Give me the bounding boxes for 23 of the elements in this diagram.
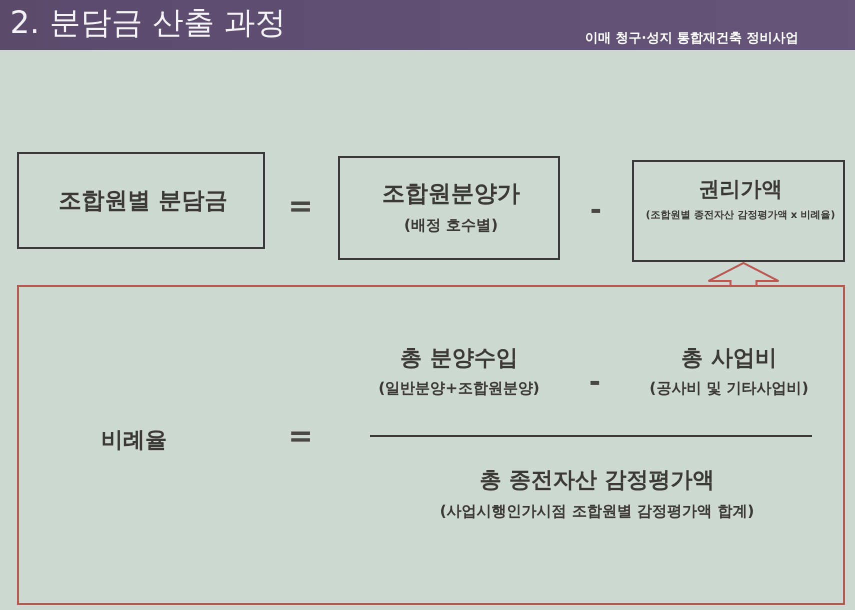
ratio-panel bbox=[17, 285, 845, 605]
formula-box bbox=[338, 156, 560, 260]
minus-sign: - bbox=[589, 367, 601, 398]
term-text: 총 분양수입 bbox=[399, 345, 519, 372]
term-text: 총 사업비 bbox=[680, 345, 778, 372]
term-note: (사업시행인가시점 조합원별 감정평가액 합계) bbox=[438, 502, 756, 521]
term-text: 조합원분양가 bbox=[381, 180, 521, 209]
slide-title: 2. 분담금 산출 과정 bbox=[10, 4, 286, 43]
formula-box bbox=[17, 152, 265, 249]
minus-sign: - bbox=[590, 195, 602, 226]
term-note: (조합원별 종전자산 감정평가액 x 비례율) bbox=[644, 210, 836, 222]
term-note: (일반분양+조합원분양) bbox=[377, 379, 541, 398]
term-text: 비례율 bbox=[100, 427, 168, 454]
term-text: 권리가액 bbox=[698, 176, 784, 202]
formula-box bbox=[632, 160, 845, 262]
equals-sign: = bbox=[288, 420, 314, 453]
term-text: 총 종전자산 감정평가액 bbox=[478, 467, 716, 494]
term-note: (배정 호수별) bbox=[403, 216, 499, 235]
term-text: 조합원별 분담금 bbox=[57, 187, 228, 216]
term-note: (공사비 및 기타사업비) bbox=[648, 379, 810, 398]
block-arrow bbox=[708, 262, 780, 287]
equals-sign: = bbox=[288, 190, 314, 223]
subtitle: 이매 청구·성지 통합재건축 정비사업 bbox=[585, 32, 799, 46]
